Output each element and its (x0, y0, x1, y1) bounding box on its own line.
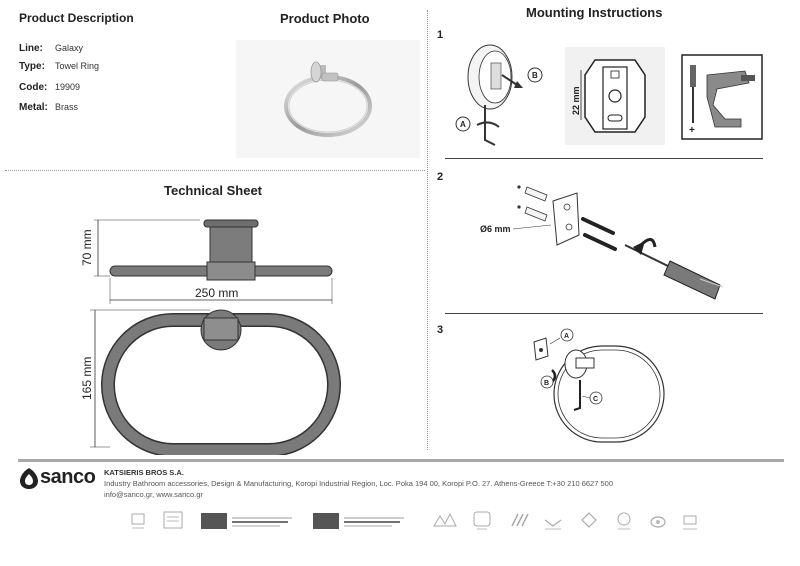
spec-row-type: Type: Towel Ring (19, 61, 99, 72)
dim-6mm: Ø6 mm (480, 224, 511, 234)
step-3-illustration: A B C (533, 328, 665, 443)
company-name: KATSIERIS BROS S.A. (104, 468, 184, 477)
dim-height-ring: 165 mm (80, 357, 94, 400)
footer-bar (18, 459, 784, 462)
spec-value: 19909 (55, 82, 81, 92)
spec-key: Type: (19, 61, 45, 72)
step-2-illustration: Ø6 mm (480, 185, 724, 300)
spec-key: Line: (19, 43, 43, 54)
svg-text:+: + (689, 125, 695, 136)
dim-width: 250 mm (195, 286, 238, 300)
towel-ring-photo (284, 61, 372, 137)
dim-height-top: 70 mm (80, 229, 94, 266)
sanco-logo-icon (20, 468, 38, 489)
spec-row-code: Code: 19909 (19, 82, 80, 93)
mounting-title: Mounting Instructions (526, 5, 663, 20)
step-number: 2 (437, 171, 444, 183)
spec-value: Brass (55, 102, 79, 112)
section-divider (5, 170, 425, 171)
spec-value: Galaxy (55, 43, 84, 53)
cert-icon-7 (508, 510, 530, 532)
cert-icon-9 (578, 510, 600, 532)
product-photo-title: Product Photo (280, 11, 370, 26)
quality-cert-badge (200, 510, 296, 532)
spec-key: Metal: (19, 102, 48, 113)
label-c: C (593, 396, 598, 403)
company-contact: info@sanco.gr, www.sanco.gr (104, 490, 203, 499)
environment-cert-badge (312, 510, 408, 532)
step-number: 3 (437, 324, 444, 336)
technical-drawing: 70 mm 250 mm 165 mm (80, 219, 341, 455)
technical-sheet-title: Technical Sheet (164, 183, 263, 198)
product-photo (236, 40, 420, 158)
spec-row-metal: Metal: Brass (19, 102, 78, 113)
spec-key: Code: (19, 82, 48, 93)
cert-icon-11 (648, 510, 668, 532)
brand-name: sanco (40, 466, 96, 488)
label-b: B (544, 380, 549, 387)
step-number: 1 (437, 29, 444, 41)
step-divider (445, 313, 763, 314)
label-a: A (564, 333, 569, 340)
company-address: Industry Bathroom accessories, Design & … (104, 479, 613, 488)
label-b: B (532, 71, 538, 80)
cert-icon-5 (432, 510, 458, 532)
column-divider (427, 10, 428, 450)
dim-22mm: 22 mm (571, 86, 581, 115)
cert-icon-8 (542, 510, 564, 532)
cert-icon-10 (614, 510, 634, 532)
cert-icon-12 (680, 510, 700, 532)
label-a: A (460, 120, 466, 129)
spec-row-line: Line: Galaxy (19, 43, 83, 54)
sanco-logo: sanco (18, 466, 98, 490)
warranty-icon (472, 510, 492, 532)
step-divider (445, 158, 763, 159)
product-description-title: Product Description (19, 11, 134, 25)
cert-icon-1 (128, 510, 148, 532)
step-1-illustration: B A 22 mm + (455, 44, 763, 146)
spec-value: Towel Ring (55, 61, 100, 71)
company-info: KATSIERIS BROS S.A. Industry Bathroom ac… (104, 467, 664, 500)
cert-icon-2 (162, 510, 184, 532)
